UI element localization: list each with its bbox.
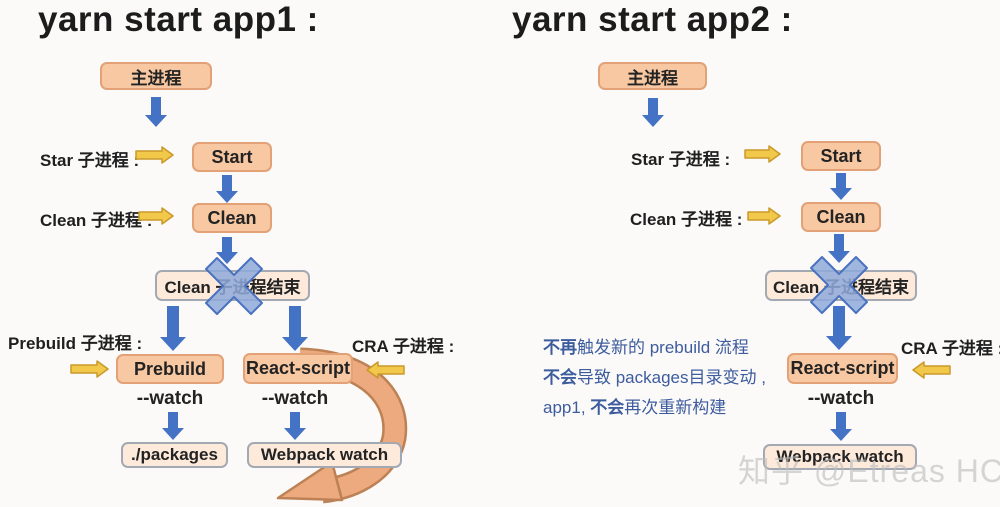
note-line-3-pre: app1, — [543, 398, 591, 417]
right-cra-subprocess-label: CRA 子进程 : — [901, 339, 1000, 358]
note-line-2-bold: 不会 — [543, 368, 577, 387]
left-prebuild-box: Prebuild — [116, 354, 224, 384]
right-webpack-watch-box: Webpack watch — [763, 444, 917, 470]
watermark: 知乎 @Etreas HC — [738, 453, 1000, 489]
right-panel-title: yarn start app2 : — [512, 0, 793, 39]
note-text: 不再触发新的 prebuild 流程 不会导致 packages目录变动 , a… — [543, 333, 773, 423]
right-react-watch-label: --watch — [807, 388, 875, 409]
down-arrow-icon — [826, 306, 852, 350]
left-packages-box: ./packages — [121, 442, 228, 468]
right-star-subprocess-label: Star 子进程 : — [631, 150, 731, 169]
left-cra-subprocess-label: CRA 子进程 : — [352, 337, 455, 356]
left-main-process-box: 主进程 — [100, 62, 212, 90]
left-clean-end-box: Clean 子进程结束 — [155, 270, 310, 301]
left-arrow-icon — [366, 361, 405, 379]
left-clean-subprocess-label: Clean 子进程 : — [40, 211, 153, 230]
right-clean-box: Clean — [801, 202, 881, 232]
down-arrow-icon — [642, 98, 664, 127]
right-clean-subprocess-label: Clean 子进程 : — [630, 210, 743, 229]
note-line-3-rest: 再次重新构建 — [624, 398, 727, 417]
note-line-1-bold: 不再 — [543, 338, 577, 357]
left-arrow-icon — [912, 361, 951, 379]
down-arrow-icon — [282, 306, 308, 351]
left-panel-title: yarn start app1 : — [38, 0, 319, 39]
note-line-1: 不再触发新的 prebuild 流程 — [543, 333, 773, 363]
down-arrow-icon — [284, 412, 306, 440]
right-arrow-icon — [135, 146, 174, 164]
left-react-watch-label: --watch — [261, 388, 329, 409]
left-prebuild-subprocess-label: Prebuild 子进程 : — [8, 334, 143, 353]
right-arrow-icon — [747, 207, 781, 225]
right-arrow-icon — [70, 360, 109, 378]
left-clean-box: Clean — [192, 203, 272, 233]
left-star-subprocess-label: Star 子进程 : — [40, 151, 140, 170]
right-main-process-box: 主进程 — [598, 62, 707, 90]
right-start-box: Start — [801, 141, 881, 171]
down-arrow-icon — [216, 175, 238, 203]
right-clean-end-box: Clean 子进程结束 — [765, 270, 917, 301]
note-line-2-rest: 导致 packages目录变动 , — [577, 368, 766, 387]
down-arrow-icon — [162, 412, 184, 440]
left-prebuild-watch-label: --watch — [136, 388, 204, 409]
left-react-script-box: React-script — [243, 353, 353, 384]
note-line-3-bold: 不会 — [590, 398, 625, 417]
left-start-box: Start — [192, 142, 272, 172]
down-arrow-icon — [828, 234, 850, 263]
down-arrow-icon — [830, 173, 852, 200]
note-line-2: 不会导致 packages目录变动 , — [543, 363, 773, 393]
note-line-1-rest: 触发新的 prebuild 流程 — [577, 338, 749, 357]
down-arrow-icon — [145, 97, 167, 127]
right-react-script-box: React-script — [787, 353, 898, 384]
down-arrow-icon — [830, 412, 852, 441]
down-arrow-icon — [216, 237, 238, 264]
down-arrow-icon — [160, 306, 186, 351]
right-arrow-icon — [744, 145, 781, 163]
left-webpack-watch-box: Webpack watch — [247, 442, 402, 468]
note-line-3: app1, 不会再次重新构建 — [543, 393, 773, 423]
